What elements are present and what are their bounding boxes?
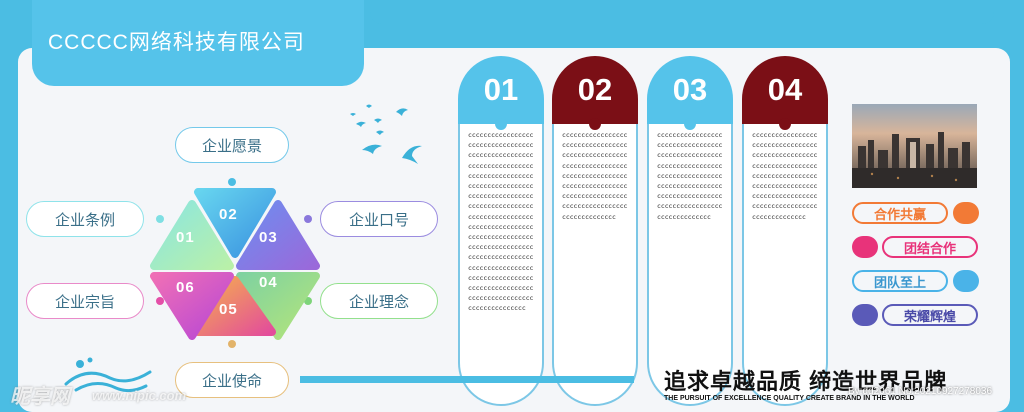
card-number: 02 <box>552 56 638 124</box>
motto-cn: 追求卓越品质 缔造世界品牌 <box>664 369 948 394</box>
card-text: cccccccccccccccccccccccccccccccccccccccc… <box>742 124 828 406</box>
card-number: 03 <box>647 56 733 124</box>
triangle-label-04: 04 <box>259 274 278 291</box>
watermark-url: www.nipic.com <box>92 388 187 403</box>
triangle-06 <box>150 272 234 340</box>
card-text: cccccccccccccccccccccccccccccccccccccccc… <box>647 124 733 406</box>
card-notch <box>684 118 696 130</box>
card-text: cccccccccccccccccccccccccccccccccccccccc… <box>552 124 638 406</box>
motto-en: THE PURSUIT OF EXCELLENCE QUALITY CREATE… <box>664 395 915 402</box>
triangle-03 <box>236 200 320 270</box>
connector-dot <box>156 215 164 223</box>
triangle-02 <box>194 188 276 258</box>
connector-dot <box>228 340 236 348</box>
pill-mission: 企业使命 <box>175 362 289 398</box>
city-photo <box>852 104 977 188</box>
triangle-04 <box>236 272 320 340</box>
watermark-id: By:dd2061 No:20210927278036 <box>848 386 993 397</box>
card-notch <box>495 118 507 130</box>
card-04: 04 ccccccccccccccccccccccccccccccccccccc… <box>742 56 828 406</box>
birds-icon <box>350 104 422 164</box>
watermark-logo: 昵享网 <box>10 386 70 408</box>
slogan-pill-1: 合作共赢 <box>852 202 948 224</box>
company-title: CCCCC网络科技有限公司 <box>48 31 305 54</box>
slogan-dot <box>953 270 979 292</box>
card-number: 04 <box>742 56 828 124</box>
divider-bar <box>300 376 634 383</box>
slogan-dot <box>852 304 878 326</box>
card-text: cccccccccccccccccccccccccccccccccccccccc… <box>458 124 544 406</box>
card-number: 01 <box>458 56 544 124</box>
card-03: 03 ccccccccccccccccccccccccccccccccccccc… <box>647 56 733 406</box>
connector-dot <box>156 297 164 305</box>
slogan-pill-3: 团队至上 <box>852 270 948 292</box>
connector-dot <box>304 297 312 305</box>
triangle-05 <box>194 276 276 336</box>
pill-purpose: 企业宗旨 <box>26 283 144 319</box>
slogan-dot <box>852 236 878 258</box>
wave-logo-icon <box>64 357 152 392</box>
slogan-pill-4: 荣耀辉煌 <box>882 304 978 326</box>
slogan-dot <box>953 202 979 224</box>
pill-rules: 企业条例 <box>26 201 144 237</box>
triangle-label-05: 05 <box>219 301 238 318</box>
slogan-pill-2: 团结合作 <box>882 236 978 258</box>
hexagon-diagram <box>150 188 320 340</box>
pill-philosophy: 企业理念 <box>320 283 438 319</box>
card-notch <box>779 118 791 130</box>
card-02: 02 ccccccccccccccccccccccccccccccccccccc… <box>552 56 638 406</box>
card-01: 01 ccccccccccccccccccccccccccccccccccccc… <box>458 56 544 406</box>
title-tab <box>32 0 364 86</box>
triangle-label-03: 03 <box>259 229 278 246</box>
top-band <box>370 0 994 24</box>
connector-dot <box>304 215 312 223</box>
card-notch <box>589 118 601 130</box>
triangle-01 <box>150 200 234 270</box>
triangle-label-06: 06 <box>176 279 195 296</box>
pill-slogan: 企业口号 <box>320 201 438 237</box>
triangle-label-02: 02 <box>219 206 238 223</box>
pill-vision: 企业愿景 <box>175 127 289 163</box>
connector-dot <box>228 178 236 186</box>
triangle-label-01: 01 <box>176 229 195 246</box>
